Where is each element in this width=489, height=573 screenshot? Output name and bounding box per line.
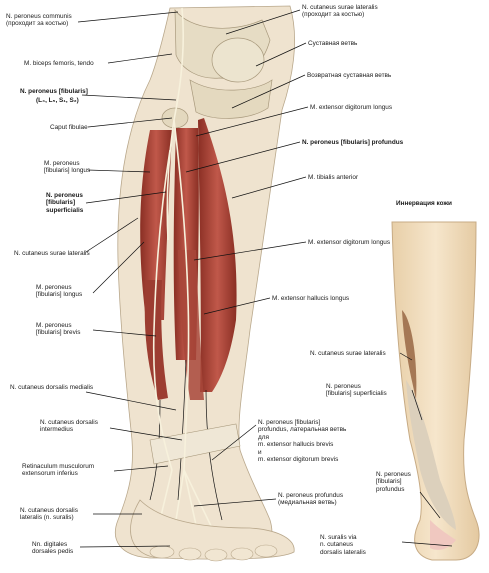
label-cut-dors-med: N. cutaneus dorsalis medialis — [10, 384, 94, 391]
inset-leg — [391, 221, 480, 561]
label-peron-fib-top: N. peroneus [fibularis] — [20, 88, 88, 95]
label-caput: Caput fibulae — [50, 124, 88, 131]
retinaculum-band — [149, 423, 241, 465]
inset-skin — [391, 221, 480, 561]
label-sustav: Суставная ветвь — [308, 40, 358, 47]
label-digitales: Nn. digitales dorsales pedis — [32, 541, 74, 556]
nerve-paths — [152, 7, 213, 529]
label-vozvrat: Возвратная суставная ветвь — [307, 72, 392, 79]
label-peron-lat-branch: N. peroneus [fibularis] profundus, латер… — [258, 419, 347, 464]
label-peron-fib-prof: N. peroneus [fibularis] profundus — [302, 139, 404, 146]
label-peron-communis: N. peroneus communis (проходит за костью… — [6, 13, 72, 28]
inset-superficial-zone — [406, 380, 456, 530]
leader-lines — [77, 9, 453, 548]
label-m-peron-long-top: M. peroneus [fibularis] longus — [44, 160, 91, 175]
tendon-1 — [177, 359, 187, 501]
label-ext-hall-long: M. extensor hallucis longus — [272, 295, 350, 302]
inset-lateral-zone — [402, 310, 417, 400]
inset-label-peron-prof: N. peroneus [fibularis] profundus — [376, 471, 411, 493]
patella — [211, 37, 265, 83]
label-cut-surae-lat-mid: N. cutaneus surae lateralis — [14, 250, 90, 257]
label-cut-dors-inter: N. cutaneus dorsalis intermedius — [40, 419, 98, 434]
inset-label-peron-superf: N. peroneus [fibularis] superficialis — [326, 383, 387, 398]
peroneus-longus-muscle — [140, 130, 172, 320]
label-peron-fib-superf: N. peroneus [fibularis] superficialis — [46, 192, 84, 214]
label-ext-dig-long-mid: M. extensor digitorum longus — [308, 239, 391, 246]
ext-hallucis-muscle — [178, 250, 204, 400]
label-m-peron-long-mid: M. peroneus [fibularis] longus — [36, 284, 83, 299]
label-peron-prof-med: N. peroneus profundus (медиальная ветвь) — [278, 492, 344, 507]
tendon-2 — [205, 389, 223, 521]
label-cut-dors-lat: N. cutaneus dorsalis lateralis (n. sural… — [20, 507, 78, 522]
label-tib-ant: M. tibialis anterior — [308, 174, 359, 181]
inset-label-suralis: N. suralis via n. cutaneus dorsalis late… — [320, 534, 366, 556]
label-biceps: M. biceps femoris, tendo — [24, 60, 94, 67]
label-ext-dig-long-top: M. extensor digitorum longus — [310, 104, 393, 111]
foot — [130, 499, 295, 560]
peroneus-brevis-muscle — [144, 280, 168, 400]
toes — [149, 544, 278, 562]
label-cut-surae-lat-top: N. cutaneus surae lateralis (проходит за… — [302, 4, 378, 19]
inset-label-cut-surae-lat: N. cutaneus surae lateralis — [310, 350, 386, 357]
label-segments: (L₄, L₅, S₁, S₂) — [36, 97, 79, 104]
tibialis-anterior-muscle — [198, 118, 237, 392]
tibia-head — [189, 79, 273, 119]
inset-title: Иннервация кожи — [396, 200, 452, 207]
inset-profundus-zone — [430, 520, 456, 550]
label-m-peron-brevis: M. peroneus [fibularis] brevis — [36, 322, 81, 337]
label-retinaculum: Retinaculum musculorum extensorum inferi… — [22, 463, 95, 478]
